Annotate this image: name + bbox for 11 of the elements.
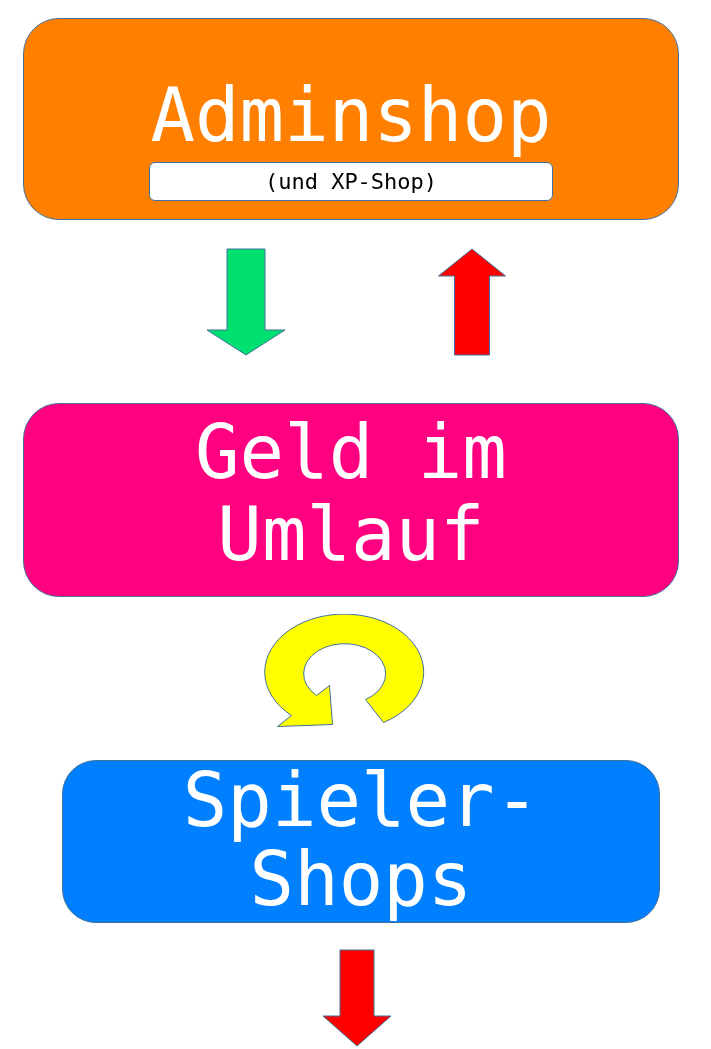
stage-box	[23, 403, 679, 597]
subtitle-box	[149, 162, 553, 201]
block-arrow	[438, 248, 506, 356]
stage-box	[23, 18, 679, 220]
box-subtitle: (und XP-Shop)	[264, 168, 438, 195]
box-title: Adminshop	[150, 73, 552, 157]
stage-box	[62, 760, 660, 923]
box-title: Spieler-Shops	[181, 761, 541, 919]
block-arrow	[322, 949, 392, 1047]
block-arrow	[206, 248, 286, 356]
box-title: Geld im Umlauf	[194, 411, 508, 575]
